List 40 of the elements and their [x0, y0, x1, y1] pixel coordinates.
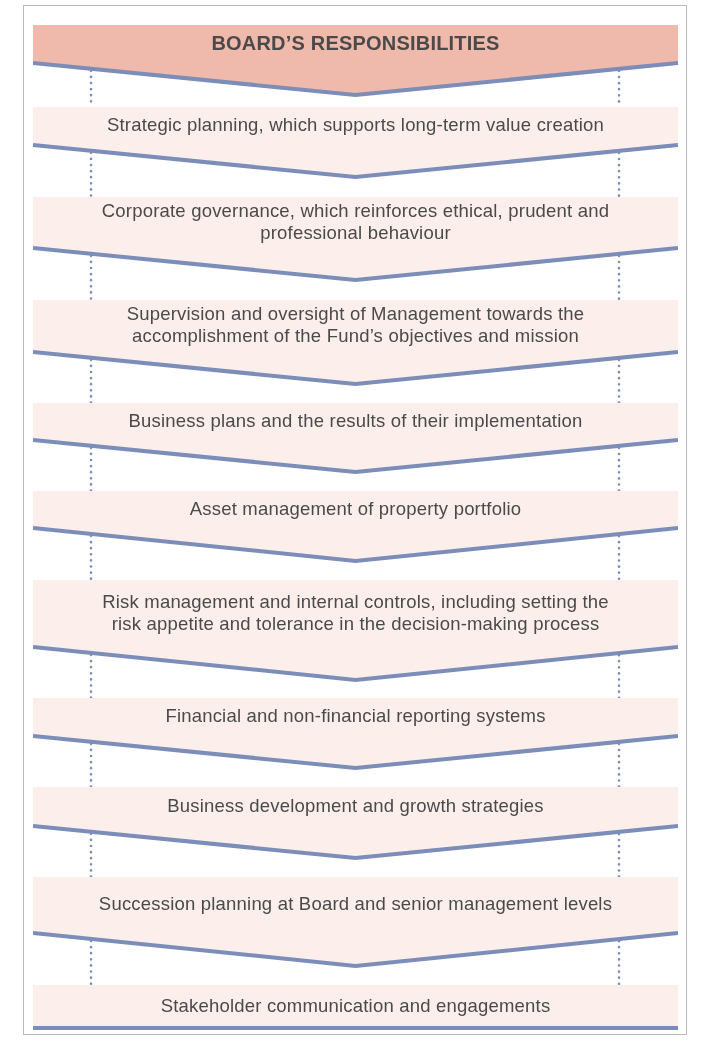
dotted-connector [617, 742, 621, 789]
chevron-banner [33, 580, 678, 683]
chevron-banner [33, 491, 678, 564]
header-banner [33, 25, 678, 98]
chevron-banner [33, 300, 678, 387]
banner-text: Risk management and internal controls, including setting the risk appetite and tolerance in the decision-making process [101, 590, 610, 635]
dotted-connector [617, 254, 621, 302]
dotted-connector [89, 151, 93, 199]
banner-text: Business development and growth strategies [167, 794, 544, 817]
dotted-connector [617, 534, 621, 582]
chevron-banner [33, 403, 678, 475]
dotted-connector [617, 653, 621, 700]
dotted-connector [617, 358, 621, 405]
banner-text: Strategic planning, which supports long-term value creation [106, 114, 605, 136]
chevron-banner [33, 877, 678, 969]
dotted-connector [617, 939, 621, 987]
banner-text: Financial and non-financial reporting systems [165, 705, 546, 727]
dotted-connector [89, 358, 93, 405]
chevron-banner [33, 197, 678, 283]
dotted-connector [89, 939, 93, 987]
dotted-connector [617, 446, 621, 493]
heading-text: BOARD’S RESPONSIBILITIES [211, 32, 500, 54]
dotted-connector [89, 254, 93, 302]
dotted-connector [89, 446, 93, 493]
chevron-banner [33, 985, 678, 1031]
dotted-connector [617, 832, 621, 879]
dotted-connector [89, 653, 93, 700]
dotted-connector [89, 534, 93, 582]
banner-text: Corporate governance, which reinforces ethical, prudent and professional behaviour [100, 199, 611, 244]
chevron-banner [33, 107, 678, 180]
chevron-banner [33, 698, 678, 771]
banner-text: Asset management of property portfolio [189, 497, 522, 520]
dotted-connector [89, 832, 93, 879]
dotted-connector [89, 742, 93, 789]
banner-text: Stakeholder communication and engagements [160, 994, 551, 1017]
dotted-connector [617, 151, 621, 199]
banner-text: Succession planning at Board and senior management levels [98, 893, 613, 915]
banner-text: Supervision and oversight of Management towards the accomplishment of the Fund’s objectives and mission [125, 303, 586, 347]
banner-text: Business plans and the results of their implementation [128, 409, 583, 432]
chevron-banner [33, 787, 678, 861]
